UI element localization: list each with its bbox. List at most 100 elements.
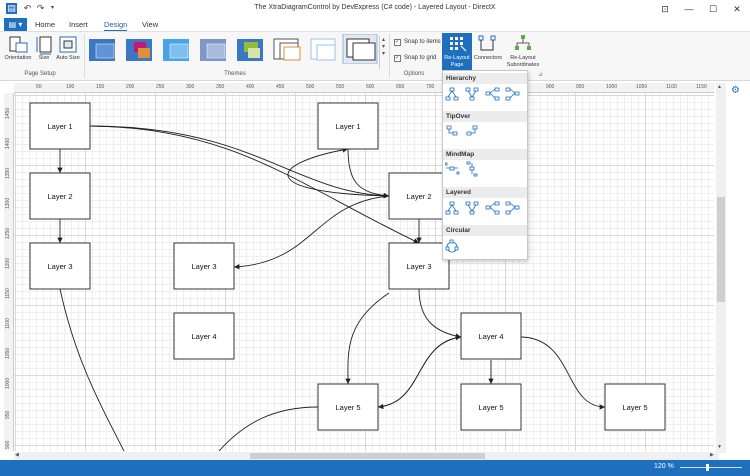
zoom-level: 120 %	[654, 463, 674, 470]
vertical-scroll-thumb[interactable]	[717, 197, 725, 302]
ruler-label: 1100	[666, 84, 677, 90]
diagram-shape[interactable]: Layer 4	[173, 312, 235, 360]
connectors-icon[interactable]	[476, 33, 500, 55]
maximize-icon[interactable]: ☐	[708, 4, 718, 14]
shape-box[interactable]	[317, 102, 379, 150]
connector	[418, 288, 462, 339]
tab-insert[interactable]: Insert	[69, 20, 88, 29]
connector	[287, 147, 390, 197]
snap-to-items-checkbox[interactable]: ✓	[394, 39, 401, 46]
minimize-icon[interactable]: —	[684, 4, 694, 14]
shape-box[interactable]	[173, 312, 235, 360]
theme-7[interactable]	[310, 38, 336, 61]
zoom-slider-track[interactable]	[680, 467, 742, 468]
theme-3[interactable]	[163, 39, 189, 61]
circular-layout-icon[interactable]	[445, 239, 459, 253]
customize-icon[interactable]: ▾	[50, 5, 54, 11]
layered-right-left-icon[interactable]	[505, 201, 520, 215]
orientation-button[interactable]: Orientation	[4, 55, 32, 61]
restore-icon[interactable]: ⊡	[661, 4, 669, 14]
hierarchy-right-left-icon[interactable]	[505, 87, 520, 101]
themes-gallery[interactable]	[88, 34, 388, 64]
diagram-shape[interactable]: Layer 3	[173, 242, 235, 290]
tipover-right-icon[interactable]	[446, 125, 458, 136]
shape-label: Layer 1	[335, 122, 360, 131]
themes-gallery-scroll[interactable]: ▴▾▾	[379, 36, 387, 69]
auto-size-button[interactable]: Auto Size	[56, 55, 80, 61]
themes-group-label: Themes	[224, 71, 246, 77]
zoom-slider-thumb[interactable]	[706, 464, 709, 471]
layered-left-right-icon[interactable]	[485, 201, 500, 215]
scroll-right-icon[interactable]: ▶	[710, 452, 714, 458]
orientation-icon[interactable]	[7, 35, 29, 55]
app-menu-icon[interactable]: ▤	[6, 3, 17, 14]
redo-icon[interactable]: ↷	[36, 3, 45, 13]
auto-size-icon[interactable]	[58, 35, 78, 55]
mindmap-horizontal-icon[interactable]	[445, 162, 460, 175]
diagram-shape[interactable]: Layer 5	[317, 383, 379, 431]
shape-box[interactable]	[29, 242, 91, 290]
layered-top-bottom-icon[interactable]	[445, 201, 459, 215]
shape-box[interactable]	[29, 102, 91, 150]
scroll-left-icon[interactable]: ◀	[15, 452, 19, 458]
file-menu-button[interactable]: ▤ ▾	[4, 18, 27, 31]
theme-8-selected[interactable]	[342, 34, 378, 64]
layered-bottom-top-icon[interactable]	[465, 201, 479, 215]
ruler-label: 1000	[606, 84, 618, 90]
hierarchy-top-bottom-icon[interactable]	[445, 87, 459, 101]
diagram-shape[interactable]: Layer 2	[29, 172, 91, 220]
shape-box[interactable]	[388, 172, 450, 220]
re-layout-subordinates-button[interactable]: Re-Layout Subordinates	[506, 55, 540, 68]
re-layout-page-button[interactable]: Re-Layout Page	[442, 33, 472, 70]
theme-2[interactable]	[126, 39, 152, 61]
theme-4[interactable]	[200, 39, 226, 61]
dialog-launcher-icon[interactable]: ⊿	[538, 72, 544, 78]
shape-box[interactable]	[460, 383, 522, 431]
tab-view[interactable]: View	[142, 20, 159, 29]
tab-design[interactable]: Design	[104, 20, 128, 31]
horizontal-scroll-thumb[interactable]	[250, 453, 485, 459]
size-button[interactable]: Size	[38, 55, 50, 61]
mindmap-vertical-icon[interactable]	[466, 161, 478, 177]
undo-icon[interactable]: ↶	[23, 3, 32, 13]
ruler-label: 1150	[5, 288, 11, 299]
close-icon[interactable]: ✕	[733, 4, 741, 14]
snap-to-items-label: Snap to items	[404, 39, 441, 45]
shape-box[interactable]	[460, 312, 522, 360]
hierarchy-bottom-top-icon[interactable]	[465, 87, 479, 101]
theme-1[interactable]	[89, 39, 115, 61]
diagram-shape[interactable]: Layer 5	[604, 383, 666, 431]
tipover-left-icon[interactable]	[466, 125, 478, 136]
ruler-label: 50	[36, 84, 42, 90]
ruler-label: 1250	[5, 227, 11, 239]
scroll-down-icon[interactable]: ▼	[717, 444, 722, 450]
re-layout-subordinates-icon[interactable]	[511, 33, 535, 55]
diagram-shape[interactable]: Layer 1	[29, 102, 91, 150]
tab-home[interactable]: Home	[35, 20, 56, 29]
theme-5[interactable]	[237, 39, 263, 61]
connectors-button[interactable]: Connectors	[473, 55, 503, 61]
shape-box[interactable]	[388, 242, 450, 290]
hierarchy-left-right-icon[interactable]	[485, 87, 500, 101]
diagram-shape[interactable]: Layer 1	[317, 102, 379, 150]
diagram-shape[interactable]: Layer 2	[388, 172, 450, 220]
snap-to-grid-checkbox[interactable]: ✓	[394, 55, 401, 62]
gear-icon[interactable]: ⚙	[731, 85, 740, 96]
dropdown-layout-icons[interactable]	[445, 86, 527, 258]
size-icon[interactable]	[35, 35, 55, 55]
theme-6[interactable]	[273, 38, 301, 61]
dropdown-section-layered: Layered	[443, 187, 527, 198]
diagram-shape[interactable]: Layer 5	[460, 383, 522, 431]
shape-box[interactable]	[173, 242, 235, 290]
diagram-shape[interactable]: Layer 3	[388, 242, 450, 290]
diagram-shape[interactable]: Layer 4	[460, 312, 522, 360]
shape-box[interactable]	[29, 172, 91, 220]
shape-box[interactable]	[604, 383, 666, 431]
diagram-shape[interactable]: Layer 3	[29, 242, 91, 290]
shape-box[interactable]	[317, 383, 379, 431]
scroll-up-icon[interactable]: ▲	[717, 84, 722, 90]
